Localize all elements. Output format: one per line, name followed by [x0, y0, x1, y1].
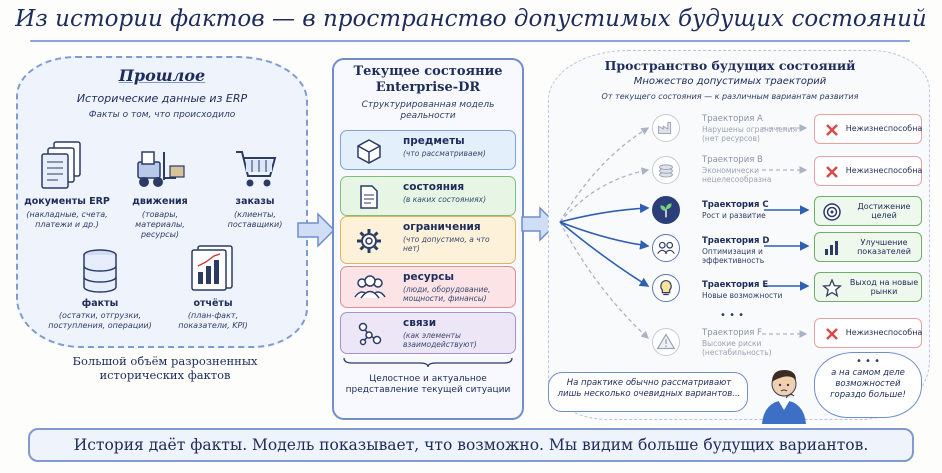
present-subtitle: Структурированная модель реальности [361, 100, 495, 121]
bar-chart-icon [825, 241, 838, 255]
present-footer: Целостное и актуальное представление тек… [345, 374, 511, 395]
cart-icon [236, 151, 277, 187]
past-cloud [16, 56, 308, 348]
future-title: Пространство будущих состояний [604, 58, 856, 73]
outcome-box: Нежизнеспособна [814, 318, 922, 348]
past-item-label: факты [81, 298, 119, 309]
present-item-name: состояния [403, 181, 465, 193]
present-item-constraints: ограничения (что допустимо, а что нет) [340, 216, 516, 264]
present-item-name: ресурсы [403, 271, 454, 283]
outcome-box: Нежизнеспособна [814, 114, 922, 144]
team-gear-icon [652, 234, 680, 262]
bubble-left-text: На практике обычно рассматривают лишь не… [557, 378, 741, 399]
past-title: Прошлое [118, 66, 206, 85]
past-item-label: движения [132, 196, 188, 207]
trajectory-desc: Новые возможности [702, 291, 783, 300]
cube-icon [357, 139, 381, 164]
present-item-desc: (что допустимо, а что нет) [403, 235, 490, 253]
trajectory-name: Траектория A [702, 114, 763, 124]
outcome-box: Нежизнеспособна [814, 156, 922, 186]
gear-icon [357, 229, 381, 253]
present-item-desc: (как элементы взаимодействуют) [403, 331, 477, 349]
present-item-objects: предметы (что рассматриваем) [340, 130, 516, 170]
thought-cloud-right [814, 352, 922, 418]
present-item-name: ограничения [403, 221, 481, 233]
outcome-text: Нежизнеспособна [845, 166, 923, 176]
outcome-text: Нежизнеспособна [845, 328, 923, 338]
past-item-label: отчёты [193, 298, 233, 309]
trajectory-more-dots: • • • [720, 310, 745, 321]
database-icon [83, 249, 117, 293]
present-item-name: предметы [403, 135, 465, 147]
network-icon [358, 322, 382, 346]
trajectory-name: Траектория C [702, 200, 769, 210]
trajectory-desc: Высокие риски (нестабильность) [702, 339, 772, 357]
trajectory-desc: Экономически нецелесообразна [702, 166, 772, 184]
trajectory-name: Траектория E [702, 280, 769, 290]
forklift-icon [137, 151, 185, 187]
past-footer: Большой объём разрозненных исторических … [72, 354, 258, 382]
trajectory-desc: Рост и развитие [702, 211, 766, 220]
outcome-box: Улучшение показателей [814, 232, 922, 262]
outcome-text: Достижение целей [857, 201, 911, 221]
past-item-desc: (товары, материалы, ресурсы) [135, 210, 185, 239]
past-note: Факты о том, что происходило [88, 110, 236, 120]
present-item-desc: (люди, оборудование, мощности, финансы) [403, 285, 491, 303]
trajectory-desc: Нарушены ограничения (нет ресурсов) [702, 125, 798, 143]
past-item-desc: (накладные, счета, платежи и др.) [26, 210, 108, 229]
present-item-links: связи (как элементы взаимодействуют) [340, 312, 516, 354]
past-item-label: заказы [235, 196, 275, 207]
trajectory-name: Траектория F [702, 328, 762, 338]
cross-icon [826, 328, 838, 340]
arrow-past-to-present [297, 212, 336, 248]
past-item-desc: (остатки, отгрузки, поступления, операци… [48, 311, 152, 330]
thinking-person-icon [762, 370, 806, 424]
lightbulb-icon [652, 274, 680, 302]
present-title-2: Enterprise-DR [375, 80, 481, 95]
cross-icon [826, 166, 838, 178]
present-item-desc: (что рассматриваем) [403, 149, 486, 158]
present-item-desc: (в каких состояниях) [403, 195, 487, 204]
coins-icon [652, 156, 680, 184]
plant-icon [652, 196, 680, 224]
bubble-right-text: а на самом деле возможностей гораздо бол… [830, 368, 906, 400]
outcome-box: Достижение целей [814, 196, 922, 226]
warning-icon [652, 328, 680, 356]
past-item-desc: (план-факт, показатели, KPI) [178, 311, 248, 330]
present-item-name: связи [403, 317, 437, 329]
speech-bubble-left [548, 372, 748, 412]
past-item-label: документы ERP [24, 196, 110, 207]
outcome-box: Выход на новые рынки [814, 272, 922, 302]
past-subtitle: Исторические данные из ERP [76, 92, 248, 105]
outcome-text: Улучшение показателей [857, 237, 911, 257]
title-underline [30, 40, 910, 42]
outcome-text: Нежизнеспособна [845, 124, 923, 134]
page-title: Из истории фактов — в пространство допус… [15, 6, 927, 32]
documents-icon [41, 141, 81, 189]
trajectory-name: Траектория B [702, 155, 763, 165]
present-item-resources: ресурсы (люди, оборудование, мощности, ф… [340, 266, 516, 308]
people-icon [354, 275, 386, 299]
trajectory-name: Траектория D [702, 236, 770, 246]
trajectory-desc: Оптимизация и эффективность [702, 247, 765, 265]
past-item-desc: (клиенты, поставщики) [227, 210, 283, 229]
report-chart-icon [191, 245, 233, 291]
present-item-states: состояния (в каких состояниях) [340, 176, 516, 216]
present-title: Текущее состояние [353, 64, 503, 79]
present-brace [343, 357, 513, 368]
bottom-summary: История даёт факты. Модель показывает, ч… [28, 428, 914, 462]
bubble-right-dots: • • • [855, 356, 881, 367]
trajectory-lines [559, 124, 810, 339]
outcome-text: Выход на новые рынки [849, 277, 919, 297]
factory-icon [652, 114, 680, 142]
future-subtitle: Множество допустимых траекторий [633, 76, 827, 87]
document-icon [360, 185, 378, 209]
cross-icon [826, 124, 838, 136]
star-icon [821, 278, 843, 298]
future-note: От текущего состояния — к различным вари… [601, 92, 859, 101]
target-icon [823, 203, 841, 221]
